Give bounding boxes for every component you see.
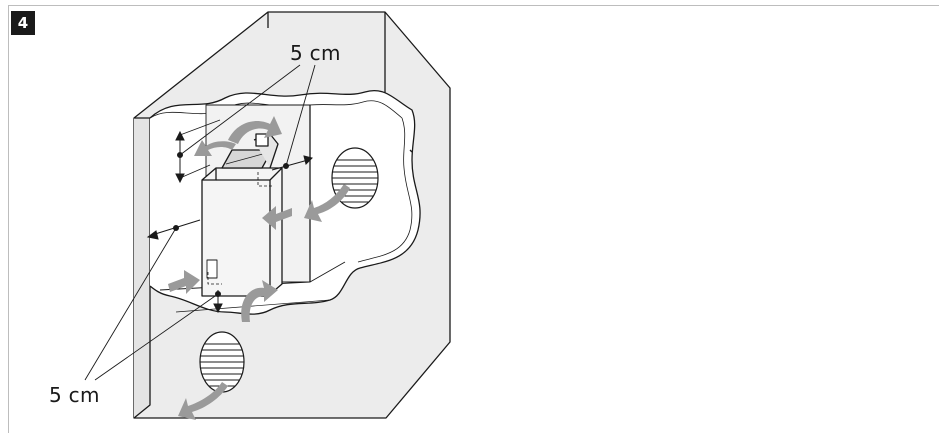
frame-top-border [8,5,939,6]
frame-left-border [8,5,9,433]
step-number-badge: 4 [11,11,35,35]
clearance-label-top: 5 cm [290,41,341,65]
clearance-label-bottom: 5 cm [49,383,100,407]
airflow-arrows [168,116,350,420]
clearance-dimension-lines [84,64,316,381]
device-module [201,133,283,297]
